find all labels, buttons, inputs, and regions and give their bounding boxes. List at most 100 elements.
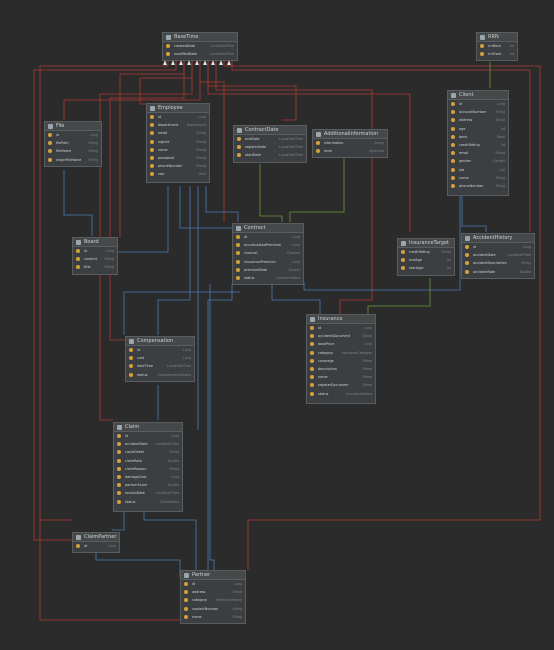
field-name: fileName — [56, 149, 72, 154]
class-header: Insurance — [307, 315, 375, 324]
field-type: ClaimStatus — [159, 499, 179, 504]
field-name: status — [137, 372, 148, 377]
class-title: Claim — [125, 423, 140, 430]
field-name: email — [158, 131, 168, 136]
field-icon — [184, 614, 188, 619]
field-name: registerDocument — [318, 383, 349, 388]
